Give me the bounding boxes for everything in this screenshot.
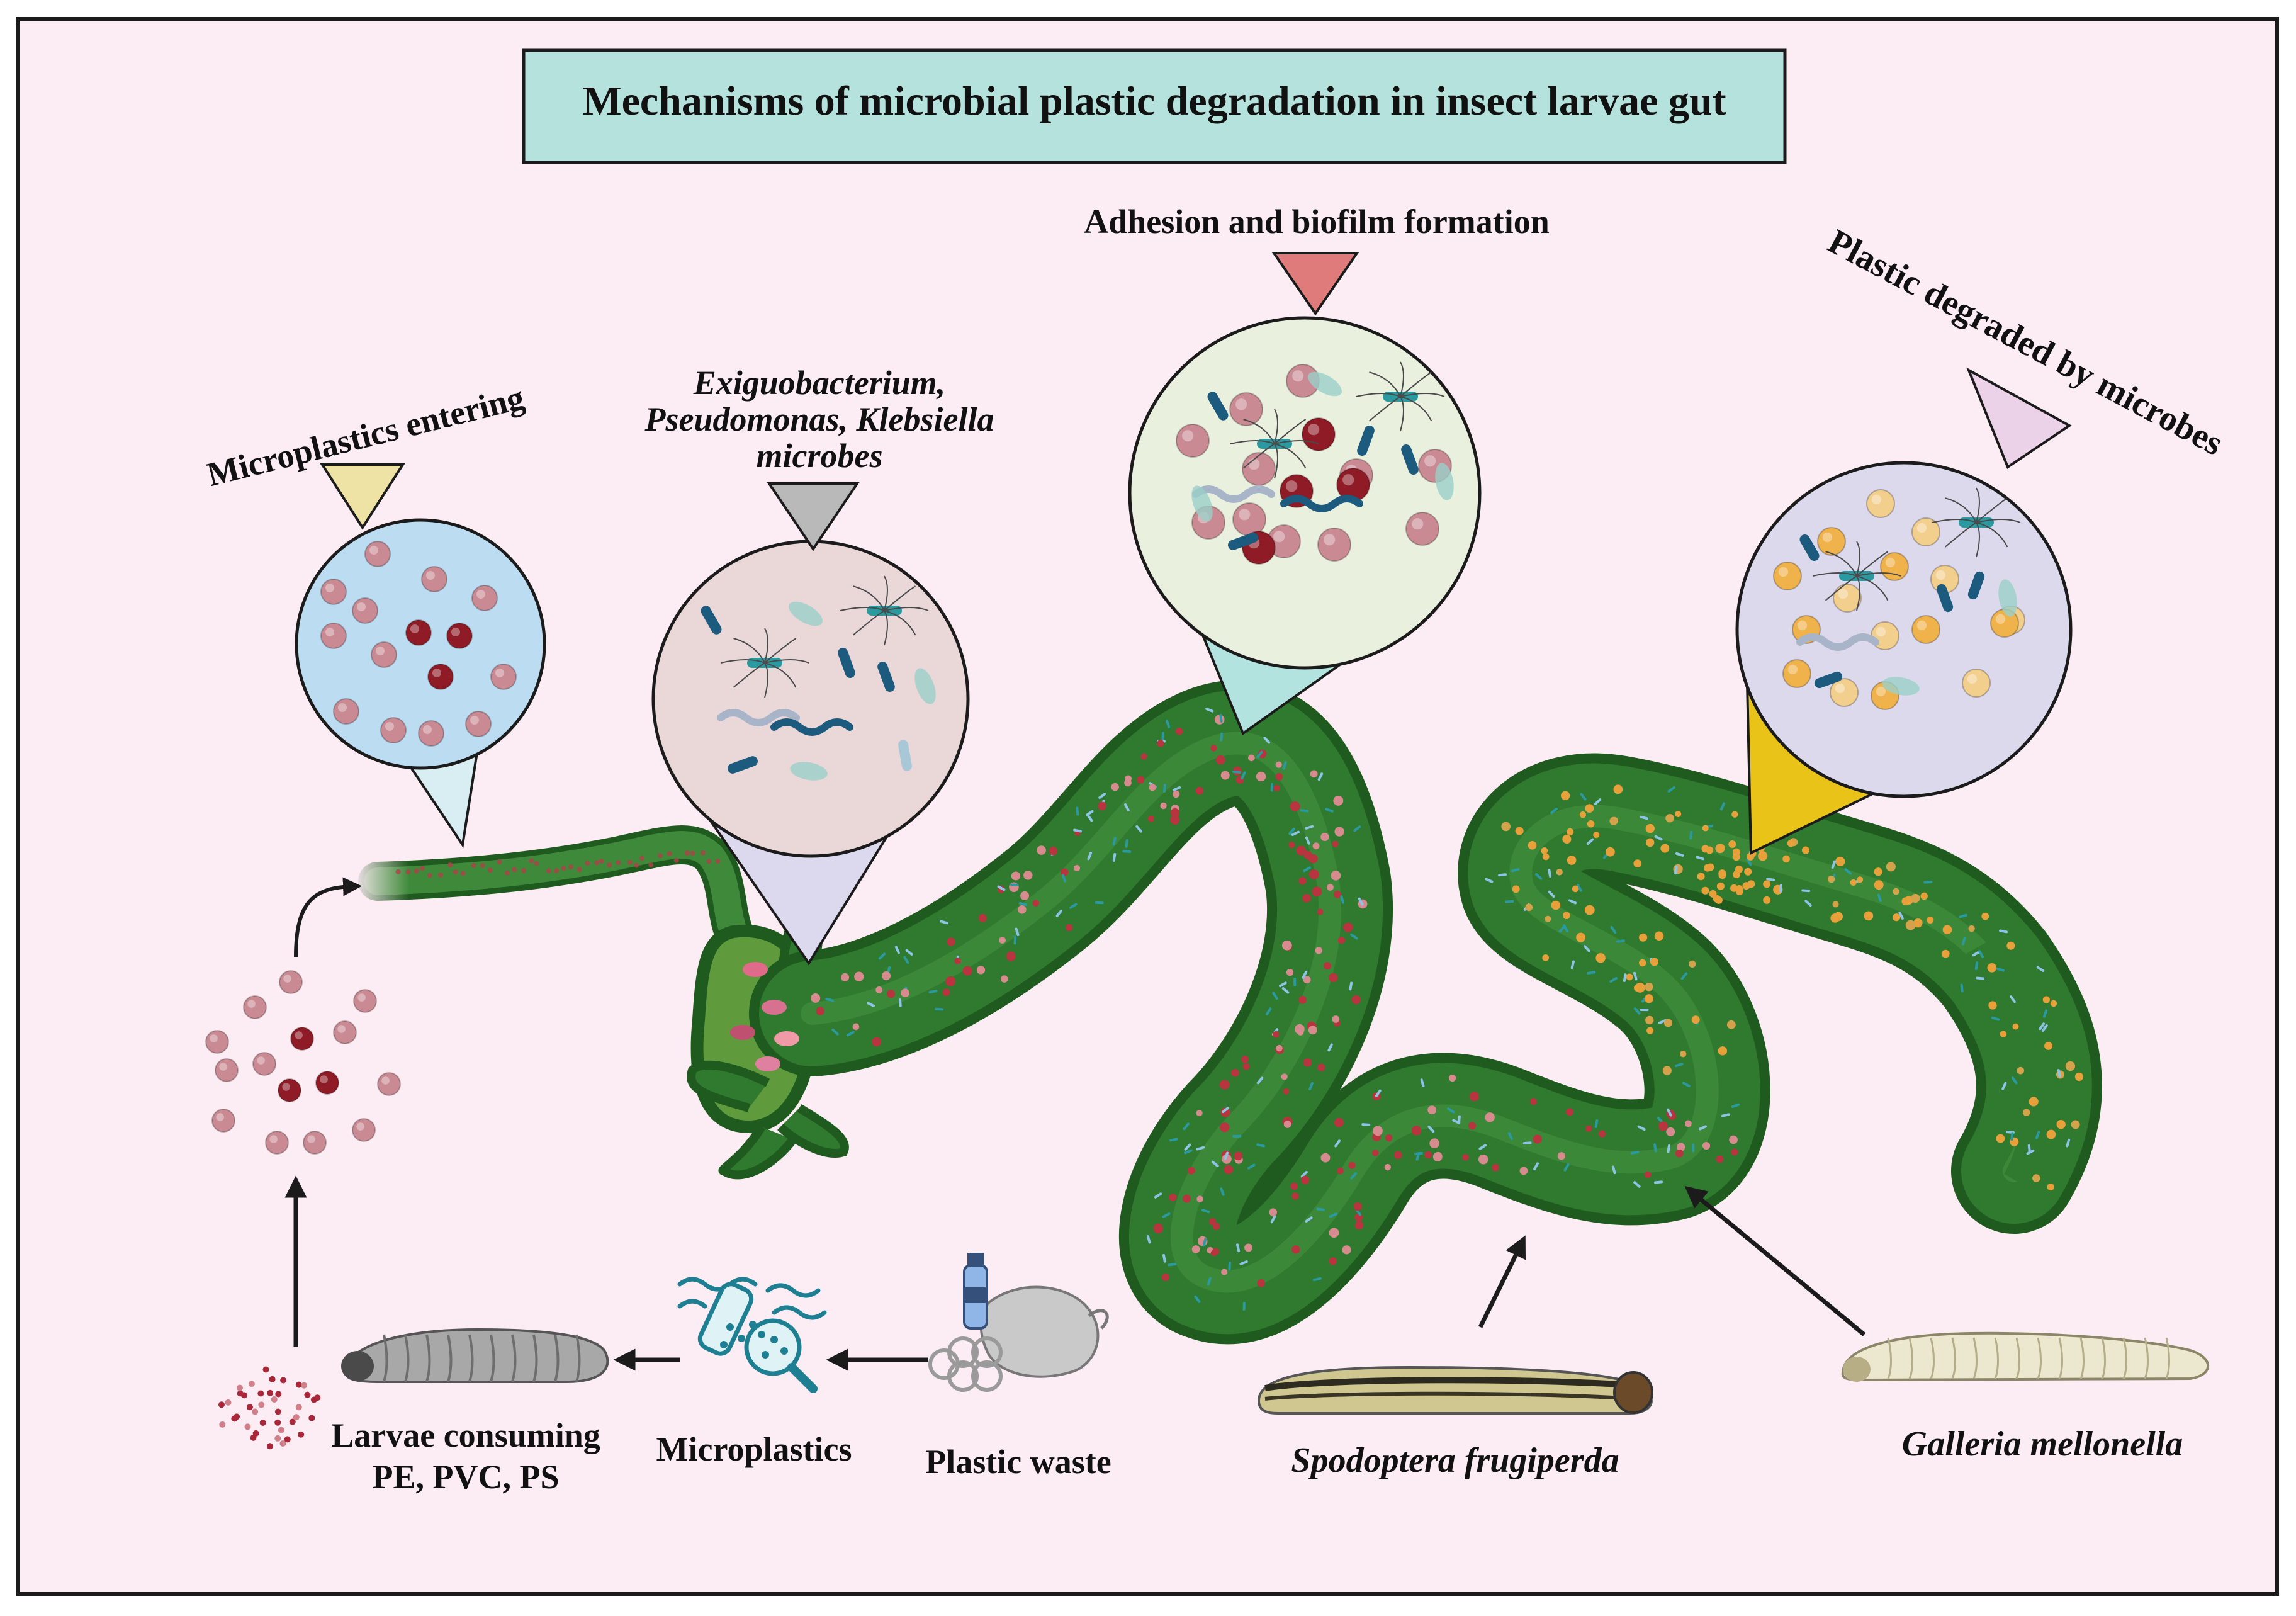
bubble-plastic-degraded (1735, 461, 2073, 798)
arrow-icon (1478, 1235, 1526, 1328)
arrow-icon (294, 877, 362, 958)
bubble-biofilm (1128, 316, 1482, 670)
microplastic-particles-cluster (205, 970, 401, 1155)
waxworm-icon (1841, 1331, 2210, 1382)
diagram-title: Mechanisms of microbial plastic degradat… (582, 78, 1726, 124)
bubble-gut-microbes (651, 540, 970, 858)
grey-larva-icon (341, 1328, 609, 1383)
gut-particles (395, 704, 2084, 1311)
microplastic-dots (720, 1321, 788, 1359)
title-box: Mechanisms of microbial plastic degradat… (522, 48, 1787, 164)
bubble-microplastics-entering (295, 518, 546, 770)
striped-caterpillar-icon (1257, 1365, 1653, 1415)
marker-triangle-microbes (767, 482, 860, 551)
label-larvae-line1: Larvae consuming (331, 1416, 600, 1454)
label-microbes-line3: microbes (757, 437, 883, 475)
arrow-icon (1684, 1185, 1866, 1336)
magnifier-bottle-icon (677, 1277, 827, 1393)
marker-triangle-degraded (1966, 367, 2072, 470)
label-adhesion-biofilm: Adhesion and biofilm formation (1084, 203, 1550, 240)
microplastic-heap (218, 1366, 321, 1450)
marker-triangle-biofilm (1271, 252, 1359, 316)
label-plastic-waste: Plastic waste (925, 1443, 1111, 1481)
label-microplastics: Microplastics (656, 1430, 852, 1468)
plastic-bag-bottle-icon (928, 1253, 1109, 1392)
label-spodoptera-frugiperda: Spodoptera frugiperda (1291, 1441, 1619, 1480)
label-galleria-mellonella: Galleria mellonella (1902, 1425, 2183, 1464)
label-microbes-line2: Pseudomonas, Klebsiella (644, 400, 994, 438)
marker-triangle-entering (320, 463, 405, 530)
label-larvae-line2: PE, PVC, PS (373, 1458, 560, 1496)
label-microbes-line1: Exiguobacterium, (693, 364, 946, 402)
